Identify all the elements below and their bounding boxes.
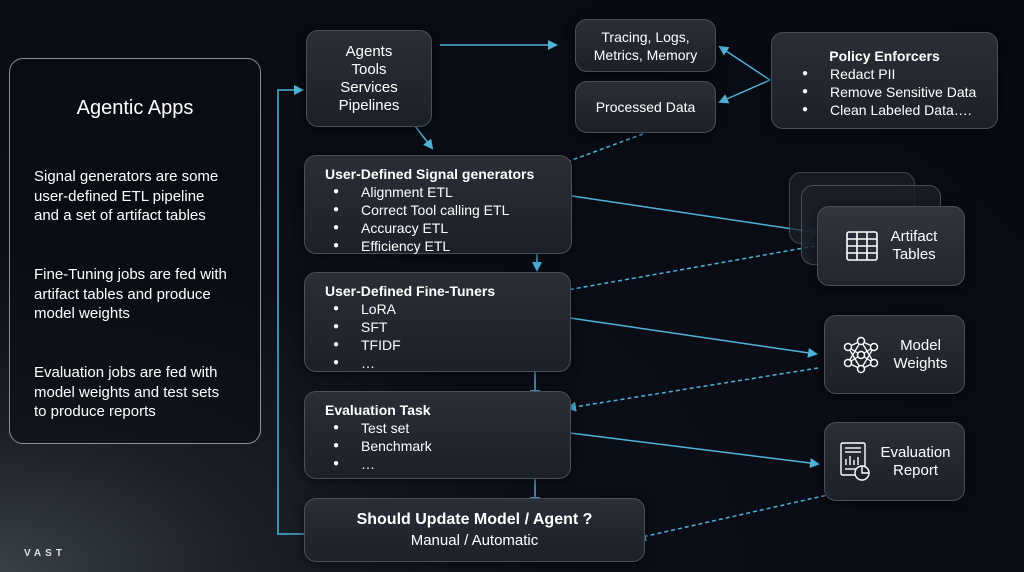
list-item: Remove Sensitive Data (794, 83, 997, 101)
evaluation-report-box[interactable]: Evaluation Report (824, 422, 965, 501)
pipelines-label: Pipelines (338, 96, 400, 114)
list-item: SFT (325, 318, 570, 336)
list-item: Correct Tool calling ETL (325, 201, 571, 219)
panel-heading: Agentic Apps (76, 97, 194, 119)
arrow-evaltask-to-report (561, 431, 820, 468)
text-line: model weights (34, 305, 130, 322)
processed-data-label: Processed Data (595, 99, 696, 115)
evaltask-title: Evaluation Task (325, 402, 431, 418)
finetuners-title: User-Defined Fine-Tuners (325, 283, 496, 299)
arrow-agents-to-signal (414, 125, 434, 150)
text-line: artifact tables and produce (34, 285, 211, 303)
arrow-finetuners-to-weights (569, 317, 818, 358)
list-item: Benchmark (325, 437, 570, 455)
update-decision-box[interactable]: Should Update Model / Agent ? Manual / A… (304, 498, 645, 562)
text-line: Signal generators are some (34, 168, 219, 185)
list-item: LoRA (325, 300, 570, 318)
list-item: Alignment ETL (325, 183, 571, 201)
list-item: Clean Labeled Data…. (794, 101, 997, 119)
arrow-policy-to-tracing (718, 45, 771, 81)
update-subtitle: Manual / Automatic (410, 532, 539, 549)
tracing-line: Tracing, Logs, (601, 28, 690, 45)
arrow-artifact-to-finetuners (554, 245, 816, 296)
signal-description: Signal generators are some user-defined … (34, 167, 249, 226)
finetuners-list: LoRA SFT TFIDF … (325, 300, 570, 372)
neural-network-icon (843, 336, 878, 373)
arrow-update-to-agents (277, 85, 304, 535)
text-line: model weights and test sets (34, 383, 220, 401)
policy-list: Redact PII Remove Sensitive Data Clean L… (772, 65, 997, 119)
agents-label: Agents (345, 42, 393, 60)
evaluation-task-box[interactable]: Evaluation Task Test set Benchmark … (304, 391, 571, 479)
table-grid-icon (845, 231, 878, 261)
text-line: user-defined ETL pipeline (34, 187, 205, 205)
list-item: … (325, 455, 570, 473)
services-label: Services (340, 78, 398, 96)
arrow-policy-to-processed (718, 79, 771, 104)
signal-list: Alignment ETL Correct Tool calling ETL A… (325, 183, 571, 255)
signal-generators-box[interactable]: User-Defined Signal generators Alignment… (304, 155, 572, 255)
agents-box[interactable]: Agents Tools Services Pipelines (306, 30, 432, 127)
processed-data-box[interactable]: Processed Data (575, 81, 716, 133)
tracing-box[interactable]: Tracing, Logs, Metrics, Memory (575, 19, 716, 72)
arrow-signal-to-artifact (571, 195, 822, 237)
vast-logo: VAST (24, 548, 66, 559)
list-item: TFIDF (325, 336, 570, 354)
policy-enforcers-box[interactable]: Policy Enforcers Redact PII Remove Sensi… (771, 32, 998, 129)
artifact-tables-box[interactable]: Artifact Tables (817, 206, 965, 286)
arrow-report-to-update (636, 493, 833, 542)
artifact-label: Artifact (890, 228, 938, 245)
signal-title: User-Defined Signal generators (325, 166, 535, 182)
arrow-weights-to-evaltask (566, 367, 819, 412)
evaluation-description: Evaluation jobs are fed with model weigh… (34, 363, 249, 422)
finetune-description: Fine-Tuning jobs are fed with artifact t… (34, 265, 249, 324)
text-line: to produce reports (34, 403, 156, 420)
list-item: Redact PII (794, 65, 997, 83)
update-title: Should Update Model / Agent ? (356, 511, 593, 528)
fine-tuners-box[interactable]: User-Defined Fine-Tuners LoRA SFT TFIDF … (304, 272, 571, 372)
tools-label: Tools (351, 60, 387, 78)
list-item: Accuracy ETL (325, 219, 571, 237)
list-item: … (325, 354, 570, 372)
model-weights-box[interactable]: Model Weights (824, 315, 965, 394)
text-line: and a set of artifact tables (34, 207, 206, 224)
list-item: Test set (325, 419, 570, 437)
metrics-line: Metrics, Memory (593, 46, 698, 63)
list-item: Efficiency ETL (325, 237, 571, 255)
policy-title: Policy Enforcers (829, 48, 940, 64)
text-line: Fine-Tuning jobs are fed with (34, 266, 227, 283)
text-line: Evaluation jobs are fed with (34, 364, 218, 381)
agentic-apps-panel: Agentic Apps Signal generators are some … (9, 58, 261, 444)
evaluation-label: Evaluation (880, 443, 951, 461)
model-label: Model (900, 336, 941, 354)
weights-label: Weights (893, 354, 948, 372)
report-chart-icon (840, 441, 871, 481)
report-label: Report (892, 461, 939, 479)
evaltask-list: Test set Benchmark … (325, 419, 570, 473)
tables-label: Tables (892, 246, 936, 263)
